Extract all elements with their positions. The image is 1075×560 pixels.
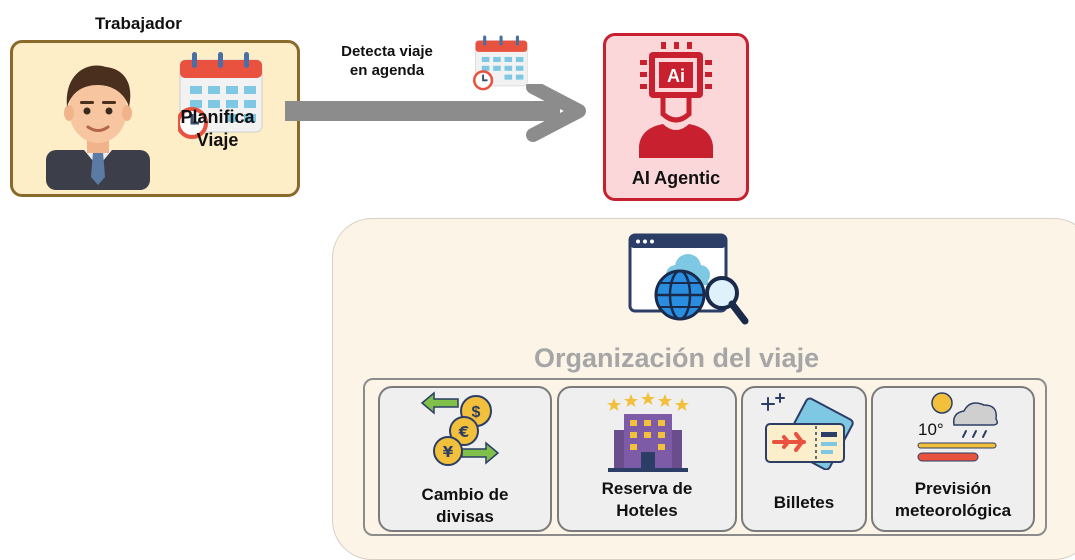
weather-label: Previsión meteorológica (871, 478, 1035, 522)
calendar-clock-icon-small (473, 35, 528, 91)
worker-title: Trabajador (95, 14, 182, 33)
plan-trip-line2: Viaje (196, 130, 239, 150)
hotels-label-line1: Reserva de (601, 479, 693, 498)
plan-trip-label: Planifica Viaje (165, 106, 270, 152)
ai-chip-text: Ai (667, 66, 685, 86)
plane-ticket-icon (761, 393, 854, 470)
flow-arrow (285, 84, 586, 142)
organization-title: Organización del viaje (534, 343, 820, 373)
web-globe-search-icon (628, 233, 749, 325)
hotels-label-line2: Hoteles (616, 501, 678, 520)
currency-label-line2: divisas (436, 507, 494, 526)
hotel-building-icon (607, 392, 689, 472)
detect-label-line2: en agenda (349, 62, 425, 79)
ai-chip-person-icon: Ai (639, 42, 713, 158)
businessman-icon (46, 65, 150, 190)
detect-trip-label: Detecta viaje en agenda (322, 42, 452, 80)
weather-label-line2: meteorológica (894, 501, 1012, 520)
currency-label: Cambio de divisas (378, 484, 552, 528)
currency-exchange-icon: $ € ¥ (420, 391, 500, 466)
temperature-text: 10° (918, 420, 944, 439)
weather-forecast-icon: 10° (917, 392, 999, 462)
weather-label-line1: Previsión (914, 479, 992, 498)
svg-text:€: € (458, 423, 469, 441)
currency-label-line1: Cambio de (421, 485, 509, 504)
hotels-label: Reserva de Hoteles (557, 478, 737, 522)
plan-trip-line1: Planifica (180, 107, 255, 127)
ai-agent-label: AI Agentic (631, 168, 721, 188)
tickets-label: Billetes (773, 493, 835, 512)
calendar-clock-icon (178, 52, 263, 139)
detect-label-line1: Detecta viaje (341, 43, 433, 60)
svg-text:$: $ (472, 404, 481, 421)
svg-text:¥: ¥ (443, 443, 454, 461)
